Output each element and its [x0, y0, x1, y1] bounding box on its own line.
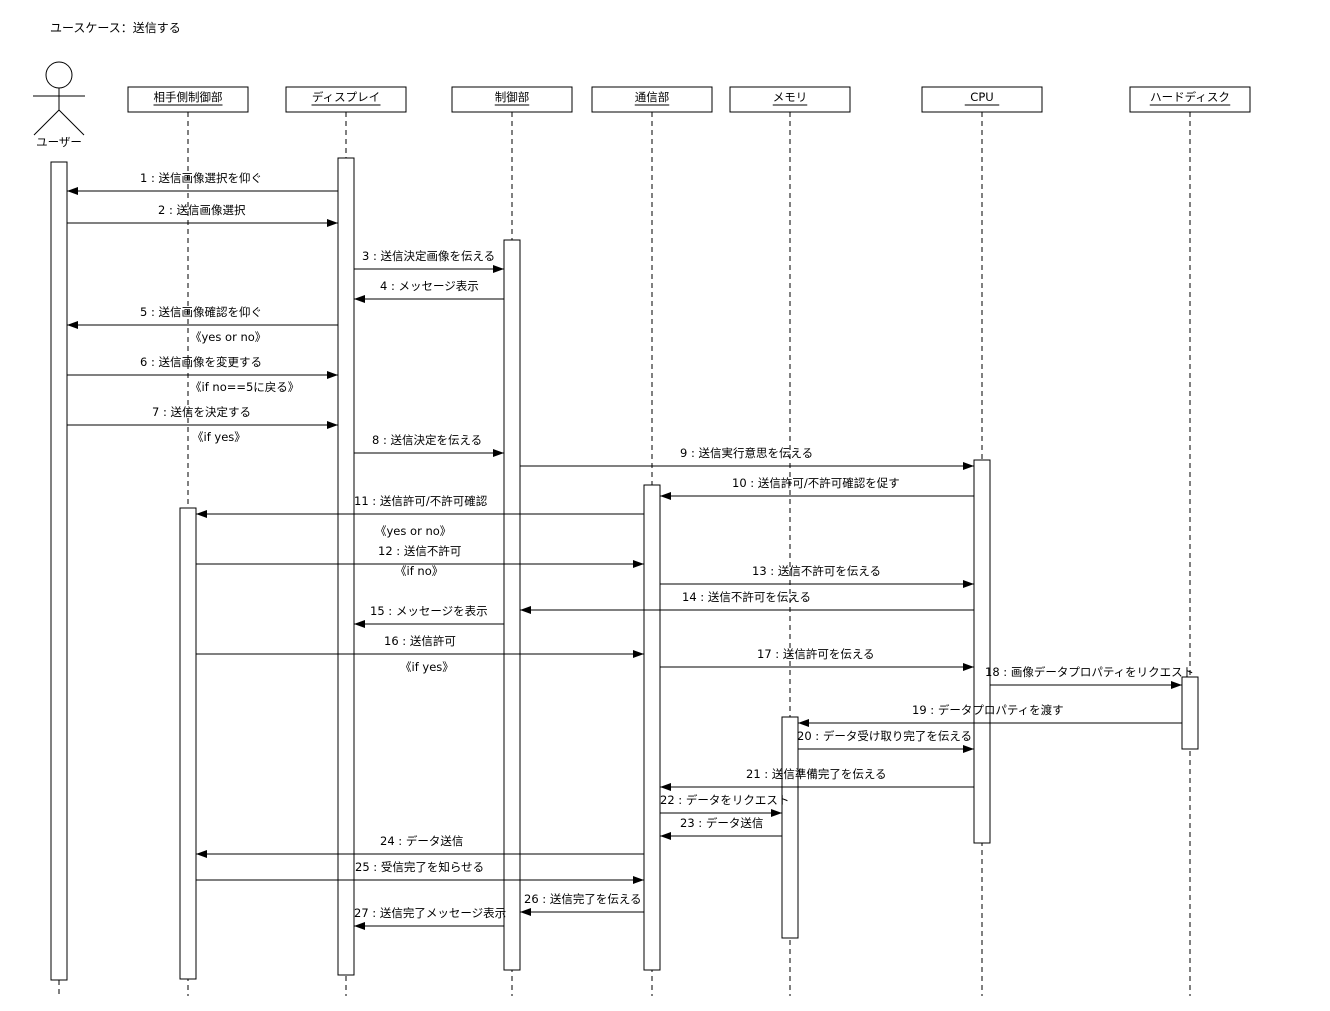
activation-bar	[179, 507, 197, 980]
arrowhead	[798, 719, 809, 727]
participant-box	[451, 86, 573, 113]
participant-label: ディスプレイ	[312, 90, 380, 104]
arrowhead	[67, 321, 78, 329]
message-label: 6 : 送信画像を変更する	[140, 355, 262, 369]
arrowhead	[327, 219, 338, 227]
arrowhead	[196, 510, 207, 518]
arrowhead	[493, 265, 504, 273]
actor-label: ユーザー	[36, 135, 82, 149]
message-label: 2 : 送信画像選択	[158, 203, 246, 217]
message-label: 12 : 送信不許可	[378, 544, 461, 558]
message-label: 27 : 送信完了メッセージ表示	[354, 906, 506, 920]
participant-box	[591, 86, 713, 113]
message-label: 16 : 送信許可	[384, 634, 456, 648]
arrowhead	[660, 783, 671, 791]
message-label: 23 : データ送信	[680, 816, 763, 830]
message-label: 1 : 送信画像選択を仰ぐ	[140, 171, 262, 185]
actor-leg	[33, 109, 60, 136]
arrowhead	[660, 492, 671, 500]
arrowhead	[327, 421, 338, 429]
arrowhead	[963, 745, 974, 753]
activation-bar	[643, 484, 661, 971]
arrowhead	[771, 809, 782, 817]
arrowhead	[520, 606, 531, 614]
participant-label: CPU	[970, 90, 993, 104]
participant-box	[127, 86, 249, 113]
guard-note: 《yes or no》	[375, 524, 451, 538]
arrowhead	[520, 908, 531, 916]
message-label: 9 : 送信実行意思を伝える	[680, 446, 813, 460]
arrowhead	[963, 462, 974, 470]
message-label: 18 : 画像データプロパティをリクエスト	[985, 665, 1194, 679]
guard-note: 《if no》	[395, 564, 443, 578]
participant-label: 相手側制御部	[154, 90, 223, 104]
participant-label: 通信部	[635, 90, 670, 104]
activation-bar	[973, 459, 991, 844]
message-label: 17 : 送信許可を伝える	[757, 647, 874, 661]
arrowhead	[633, 876, 644, 884]
message-label: 25 : 受信完了を知らせる	[355, 860, 484, 874]
actor-leg	[58, 109, 85, 136]
participant-label: メモリ	[773, 90, 808, 104]
participant-label: ハードディスク	[1150, 90, 1230, 104]
arrowhead	[67, 187, 78, 195]
participant-box	[1129, 86, 1251, 113]
message-label: 15 : メッセージを表示	[370, 604, 488, 618]
guard-note: 《if yes》	[400, 660, 454, 674]
message-label: 20 : データ受け取り完了を伝える	[797, 729, 972, 743]
arrowhead	[354, 295, 365, 303]
message-label: 5 : 送信画像確認を仰ぐ	[140, 305, 262, 319]
message-label: 24 : データ送信	[380, 834, 463, 848]
participant-box	[729, 86, 851, 113]
message-label: 10 : 送信許可/不許可確認を促す	[732, 476, 900, 490]
arrowhead	[633, 650, 644, 658]
activation-bar	[50, 161, 68, 981]
arrowhead	[963, 580, 974, 588]
activation-bar	[1181, 676, 1199, 750]
arrowhead	[660, 832, 671, 840]
activation-bar	[781, 716, 799, 939]
message-label: 14 : 送信不許可を伝える	[682, 590, 811, 604]
message-label: 19 : データプロパティを渡す	[912, 703, 1064, 717]
page-title: ユースケース：送信する	[50, 21, 181, 35]
guard-note: 《if no==5に戻る》	[190, 380, 299, 394]
message-label: 21 : 送信準備完了を伝える	[746, 767, 886, 781]
message-label: 8 : 送信決定を伝える	[372, 433, 482, 447]
participant-box	[285, 86, 407, 113]
message-label: 3 : 送信決定画像を伝える	[362, 249, 495, 263]
guard-note: 《if yes》	[192, 430, 246, 444]
participant-box	[921, 86, 1043, 113]
arrowhead	[354, 922, 365, 930]
actor-head	[45, 61, 73, 89]
message-label: 4 : メッセージ表示	[380, 279, 479, 293]
arrowhead	[327, 371, 338, 379]
arrowhead	[633, 560, 644, 568]
arrowhead	[196, 850, 207, 858]
arrowhead	[963, 663, 974, 671]
message-label: 13 : 送信不許可を伝える	[752, 564, 881, 578]
message-label: 26 : 送信完了を伝える	[524, 892, 641, 906]
arrowhead	[493, 449, 504, 457]
message-label: 11 : 送信許可/不許可確認	[354, 494, 488, 508]
arrowhead	[354, 620, 365, 628]
activation-bar	[337, 157, 355, 976]
activation-bar	[503, 239, 521, 971]
guard-note: 《yes or no》	[190, 330, 266, 344]
arrowhead	[1171, 681, 1182, 689]
message-label: 22 : データをリクエスト	[660, 793, 789, 807]
participant-label: 制御部	[495, 90, 530, 104]
message-label: 7 : 送信を決定する	[152, 405, 251, 419]
